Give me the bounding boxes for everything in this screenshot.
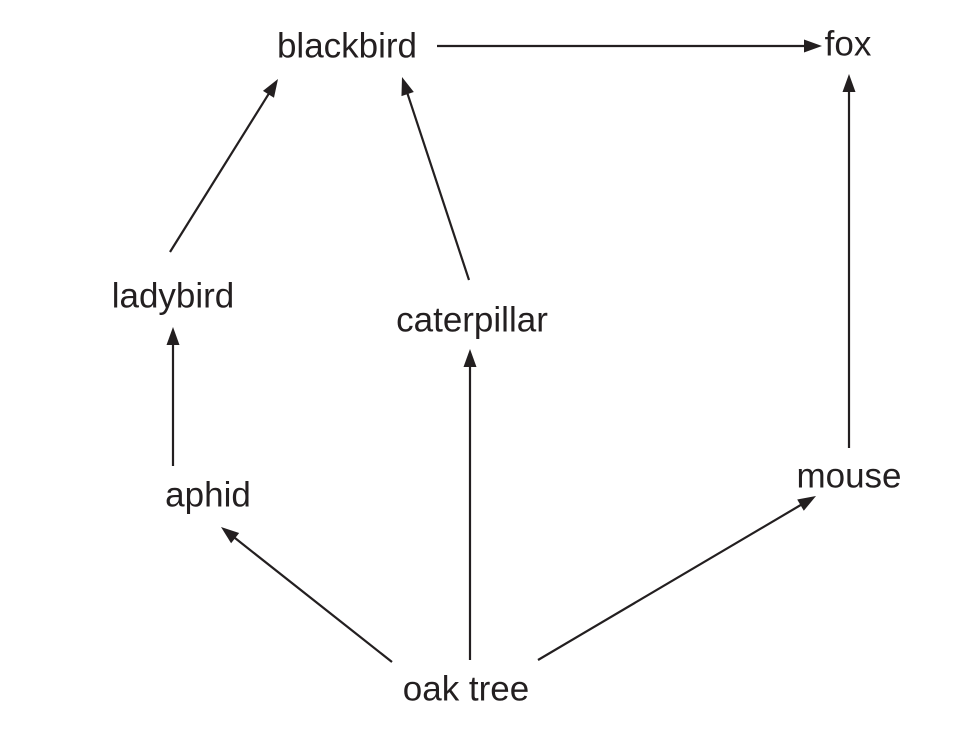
edge-oak_tree-to-aphid: [232, 536, 393, 663]
edges: [166, 39, 856, 663]
node-blackbird: blackbird: [277, 27, 417, 66]
arrowhead-icon: [804, 39, 822, 53]
arrowhead-icon: [463, 349, 477, 367]
arrowhead-icon: [166, 327, 180, 345]
node-fox: fox: [825, 25, 872, 64]
edge-caterpillar-to-blackbird: [405, 91, 471, 281]
node-aphid: aphid: [165, 476, 251, 515]
edge-ladybird-to-blackbird: [169, 91, 271, 253]
arrowhead-icon: [262, 79, 278, 98]
node-caterpillar: caterpillar: [396, 301, 548, 340]
node-oak-tree: oak tree: [403, 670, 529, 709]
edge-oak_tree-to-mouse: [537, 503, 803, 661]
nodes: blackbird fox ladybird caterpillar aphid…: [112, 25, 902, 709]
arrowhead-icon: [221, 527, 240, 544]
arrowhead-icon: [842, 74, 856, 92]
node-mouse: mouse: [796, 457, 901, 496]
arrowhead-icon: [401, 77, 414, 97]
arrowhead-icon: [797, 496, 816, 511]
node-ladybird: ladybird: [112, 277, 235, 316]
